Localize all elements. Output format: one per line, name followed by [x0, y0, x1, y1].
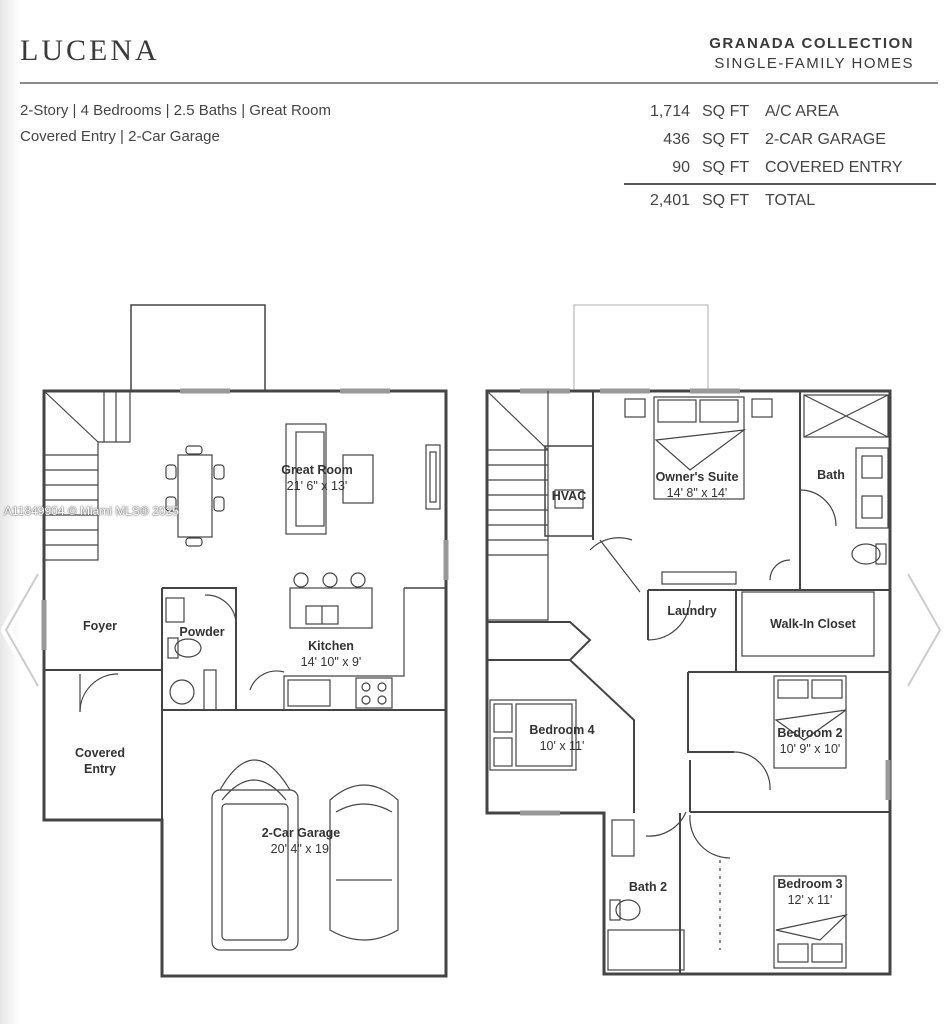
- room-name: HVAC: [551, 489, 587, 503]
- next-image-button[interactable]: [902, 570, 946, 690]
- room-dimensions: 10' x 11': [539, 739, 585, 753]
- room-bedroom-4: Bedroom 4 10' x 11': [514, 722, 610, 754]
- area-unit: SQ FT: [702, 131, 750, 148]
- kitchen-island: [289, 572, 373, 629]
- room-dimensions: 14' 8" x 14': [666, 486, 728, 500]
- previous-image-button[interactable]: [0, 570, 44, 690]
- room-dimensions: 21' 6" x 13': [286, 479, 348, 493]
- room-name: Covered: [74, 746, 126, 760]
- area-unit: SQ FT: [702, 159, 750, 176]
- area-value: 90: [672, 159, 690, 176]
- room-name: Bath 2: [628, 880, 668, 894]
- bedroom4-bed: [489, 699, 577, 771]
- room-covered-entry: Covered Entry: [60, 745, 140, 777]
- first-floor-outline: [42, 389, 448, 978]
- room-name: Powder: [179, 625, 225, 639]
- room-name: Walk-In Closet: [770, 617, 856, 631]
- room-bedroom-2: Bedroom 2 10' 9" x 10': [758, 725, 862, 757]
- room-bedroom-3: Bedroom 3 12' x 11': [760, 876, 860, 908]
- area-value: 2,401: [649, 192, 690, 209]
- stairs-first-floor: [43, 390, 131, 561]
- room-owners-suite: Owner's Suite 14' 8" x 14': [642, 469, 752, 501]
- left-edge-shade: [0, 0, 20, 1024]
- area-row: 436 SQ FT 2-CAR GARAGE: [624, 126, 936, 154]
- chevron-left-icon: [1, 571, 43, 689]
- second-floor-outline: [485, 389, 892, 976]
- room-name: Laundry: [667, 604, 717, 618]
- plan-title: LUCENA: [20, 34, 160, 67]
- bath-fixtures: [799, 394, 889, 565]
- room-bath-2: Bath 2: [618, 879, 678, 895]
- dining-table: [165, 445, 225, 547]
- room-name: Bath: [817, 468, 845, 482]
- room-name: Bedroom 4: [529, 723, 595, 737]
- room-name: Bedroom 2: [777, 726, 843, 740]
- room-walk-in-closet: Walk-In Closet: [758, 616, 868, 632]
- room-great-room: Great Room 21' 6" x 13': [262, 462, 372, 494]
- sofa: [285, 423, 441, 535]
- room-dimensions: 12' x 11': [787, 893, 833, 907]
- room-name: Bedroom 3: [777, 877, 843, 891]
- area-row: 90 SQ FT COVERED ENTRY: [624, 154, 936, 182]
- room-hvac: HVAC: [545, 488, 593, 504]
- header-divider: [20, 82, 938, 84]
- area-unit: SQ FT: [702, 192, 750, 209]
- area-row: 1,714 SQ FT A/C AREA: [624, 98, 936, 126]
- room-name: 2-Car Garage: [261, 826, 341, 840]
- total-divider: [624, 183, 936, 185]
- stairs-second-floor: [486, 390, 549, 621]
- room-bath: Bath: [806, 467, 856, 483]
- bath2-fixtures: [607, 811, 687, 971]
- room-name: Foyer: [82, 619, 118, 633]
- room-name: Great Room: [281, 463, 353, 477]
- area-label: 2-CAR GARAGE: [765, 131, 886, 148]
- room-garage: 2-Car Garage 20' 4" x 19': [246, 825, 356, 857]
- room-dimensions: 14' 10" x 9': [300, 655, 362, 669]
- kitchen-counter: [283, 588, 405, 710]
- owners-bed: [624, 396, 773, 585]
- collection-heading: GRANADA COLLECTION SINGLE-FAMILY HOMES: [709, 34, 914, 74]
- room-name-2: Entry: [84, 762, 116, 776]
- powder-fixtures: [165, 594, 285, 711]
- area-value: 436: [663, 131, 690, 148]
- features-list: 2-Story | 4 Bedrooms | 2.5 Baths | Great…: [20, 98, 331, 150]
- room-dimensions: 10' 9" x 10': [779, 742, 841, 756]
- area-label: COVERED ENTRY: [765, 159, 903, 176]
- area-row-total: 2,401 SQ FT TOTAL: [624, 187, 936, 215]
- features-line-1: 2-Story | 4 Bedrooms | 2.5 Baths | Great…: [20, 102, 331, 119]
- bedroom3-bed: [773, 875, 848, 969]
- room-name: Owner's Suite: [655, 470, 739, 484]
- room-dimensions: 20' 4" x 19': [270, 842, 332, 856]
- chevron-right-icon: [903, 571, 945, 689]
- patio: [130, 304, 266, 392]
- collection-name: GRANADA COLLECTION: [709, 35, 914, 52]
- room-powder: Powder: [170, 624, 234, 640]
- area-label: TOTAL: [765, 192, 816, 209]
- area-value: 1,714: [649, 103, 690, 120]
- bedroom2-bed: [773, 675, 847, 769]
- area-table: 1,714 SQ FT A/C AREA 436 SQ FT 2-CAR GAR…: [624, 98, 936, 215]
- patio-roof: [573, 304, 709, 392]
- second-floor-plan: [485, 304, 892, 976]
- room-kitchen: Kitchen 14' 10" x 9': [276, 638, 386, 670]
- features-line-2: Covered Entry | 2-Car Garage: [20, 128, 220, 145]
- area-unit: SQ FT: [702, 103, 750, 120]
- room-foyer: Foyer: [70, 618, 130, 634]
- first-floor-plan: [41, 304, 449, 978]
- mls-watermark: A11849904 © Miami MLS® 2025: [4, 504, 179, 518]
- area-label: A/C AREA: [765, 103, 839, 120]
- room-name: Kitchen: [308, 639, 354, 653]
- room-laundry: Laundry: [656, 603, 728, 619]
- garage-cars: [211, 759, 399, 951]
- collection-subtitle: SINGLE-FAMILY HOMES: [714, 55, 914, 72]
